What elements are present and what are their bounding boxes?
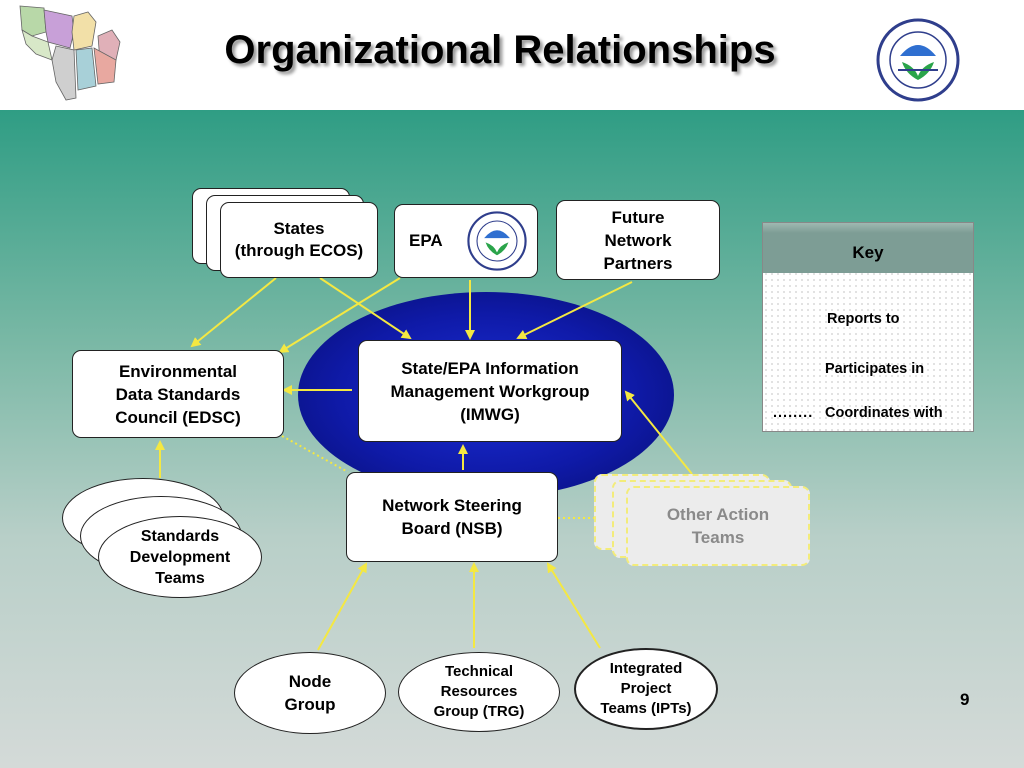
- sdt-ellipse[interactable]: Standards Development Teams: [98, 516, 262, 598]
- arrow-node-group-to-nsb: [317, 562, 367, 651]
- dotted-edsc-to-nsb: [281, 435, 349, 473]
- epa-seal-icon: [467, 211, 527, 271]
- great-lakes-states-map-icon: [19, 5, 121, 101]
- future-network-partners-box[interactable]: Future Network Partners: [556, 200, 720, 280]
- key-coordinates-with-label: Coordinates with: [825, 405, 943, 421]
- key-participates-in-label: Participates in: [825, 361, 925, 377]
- imwg-box[interactable]: State/EPA Information Management Workgro…: [358, 340, 622, 442]
- trg-ellipse[interactable]: Technical Resources Group (TRG): [398, 652, 560, 732]
- future-network-partners-label: Future Network Partners: [603, 207, 673, 273]
- key-coordinates-with-symbol: ........: [773, 405, 814, 421]
- edsc-box[interactable]: Environmental Data Standards Council (ED…: [72, 350, 284, 438]
- other-action-teams-box[interactable]: Other Action Teams: [626, 486, 810, 566]
- key-header-bevel: [763, 223, 973, 233]
- states-box[interactable]: States (through ECOS): [220, 202, 378, 278]
- key-reports-to-label: Reports to: [827, 311, 900, 327]
- sdt-label: Standards Development Teams: [129, 527, 231, 587]
- states-label: States (through ECOS): [234, 219, 364, 260]
- legend-key: Key Reports to Participates in ........ …: [762, 222, 974, 432]
- epa-label: EPA: [409, 231, 443, 250]
- epa-seal-icon: [876, 18, 960, 102]
- imwg-label: State/EPA Information Management Workgro…: [390, 358, 590, 424]
- ipt-label: Integrated Project Teams (IPTs): [600, 660, 692, 717]
- arrow-states-to-imwg: [319, 277, 412, 340]
- arrow-oat-to-imwg: [624, 390, 693, 475]
- other-action-teams-label: Other Action Teams: [666, 505, 770, 547]
- nsb-label: Network Steering Board (NSB): [382, 496, 522, 538]
- node-group-label: Node Group: [284, 672, 336, 714]
- node-group-ellipse[interactable]: Node Group: [234, 652, 386, 734]
- key-title: Key: [763, 233, 973, 273]
- trg-label: Technical Resources Group (TRG): [433, 663, 525, 720]
- arrow-states-to-edsc: [190, 277, 277, 348]
- arrow-ipt-to-nsb: [546, 562, 601, 649]
- epa-box[interactable]: EPA: [394, 204, 538, 278]
- ipt-ellipse[interactable]: Integrated Project Teams (IPTs): [574, 648, 718, 730]
- header: Organizational Relationships: [0, 0, 1024, 110]
- arrow-epa-to-edsc: [278, 277, 401, 354]
- nsb-box[interactable]: Network Steering Board (NSB): [346, 472, 558, 562]
- page-title: Organizational Relationships: [224, 28, 776, 72]
- edsc-label: Environmental Data Standards Council (ED…: [115, 361, 241, 427]
- page-number: 9: [960, 690, 970, 709]
- arrow-future-to-imwg: [516, 281, 633, 339]
